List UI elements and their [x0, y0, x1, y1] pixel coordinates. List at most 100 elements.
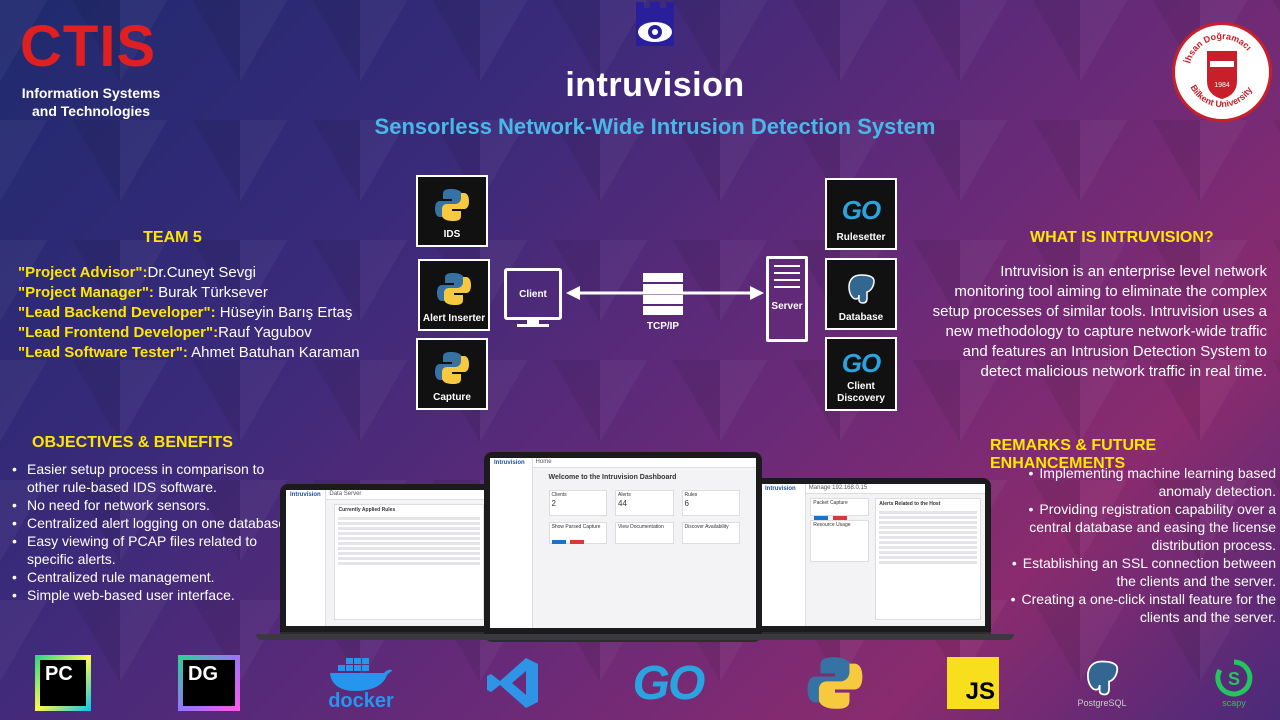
tile-label: Alert Inserter: [422, 313, 486, 324]
brand-name: intruvision: [565, 66, 745, 104]
list-item: Centralized alert logging on one databas…: [12, 514, 297, 532]
action-card[interactable]: Show Parsed Capture: [548, 522, 608, 544]
tile-label: Client Discovery: [837, 381, 885, 404]
what-is-title: WHAT IS INTRUVISION?: [1030, 229, 1214, 246]
monitor-stand: [527, 320, 539, 324]
client-label: Client: [519, 288, 547, 300]
member-name: Ahmet Batuhan Karaman: [187, 344, 360, 361]
postgresql-logo: PostgreSQL: [1072, 652, 1132, 714]
laptop-center: Intruvision Home Welcome to the Intruvis…: [484, 452, 762, 642]
list-item: •Implementing machine learning based ano…: [1028, 465, 1277, 499]
laptop-right: Intruvision Manage 192.168.0.15 Packet C…: [755, 478, 991, 640]
member-name: Dr.Cuneyt Sevgi: [147, 264, 256, 281]
app-brand: Intruvision: [290, 492, 321, 498]
list-item: No need for network sensors.: [12, 496, 297, 514]
tcp-ip-label: TCP/IP: [646, 321, 680, 332]
card-heading: Alerts Related to the Host: [879, 501, 941, 507]
action-card[interactable]: Discover Availability: [681, 522, 741, 544]
tile-database: Database: [825, 258, 897, 330]
remarks-list: •Implementing machine learning based ano…: [992, 464, 1276, 626]
javascript-logo: JS: [946, 652, 1000, 714]
app-screen-rules: Intruvision Data Server Currently Applie…: [286, 490, 488, 626]
eye-tower-icon: [630, 2, 680, 54]
network-stack-icon: [643, 273, 683, 317]
member-role: "Lead Backend Developer":: [18, 304, 216, 321]
postgresql-icon: [848, 274, 875, 304]
svg-text:1984: 1984: [1214, 82, 1230, 89]
team-member: "Lead Software Tester": Ahmet Batuhan Ka…: [18, 343, 398, 363]
python-logo: [804, 652, 866, 714]
go-icon: GO: [841, 348, 881, 378]
list-item: Centralized rule management.: [12, 568, 297, 586]
server-icon: Server: [766, 256, 808, 342]
tile-label: Rulesetter: [836, 232, 886, 243]
app-page-title: Manage 192.168.0.15: [808, 485, 868, 491]
list-item: •Creating a one-click install feature fo…: [1010, 591, 1276, 625]
remarks-title: REMARKS & FUTURE ENHANCEMENTS: [990, 437, 1157, 472]
team-member: "Project Manager": Burak Türksever: [18, 283, 398, 303]
tile-label: IDS: [443, 229, 461, 240]
go-logo: GO: [632, 656, 706, 710]
bilkent-university-seal: İhsan Doğramacı Bilkent University 1984: [1172, 22, 1272, 122]
team-member: "Lead Backend Developer": Hüseyin Barış …: [18, 303, 398, 323]
app-screen-host: Intruvision Manage 192.168.0.15 Packet C…: [761, 484, 985, 626]
action-card[interactable]: View Documentation: [615, 522, 674, 544]
bidirectional-arrow-icon: [566, 285, 764, 306]
app-page-title: Data Server: [329, 491, 362, 497]
datagrip-logo: DG: [176, 652, 242, 714]
team-title: TEAM 5: [143, 229, 202, 246]
list-item: •Establishing an SSL connection between …: [1011, 555, 1276, 589]
python-icon: [435, 352, 469, 384]
ctis-logo: CTIS: [20, 14, 157, 79]
tile-client-discovery: GO Client Discovery: [825, 337, 897, 411]
go-icon: GO: [841, 195, 881, 225]
stat-card-alerts: Alerts 44: [615, 490, 674, 516]
member-role: "Lead Software Tester":: [18, 344, 188, 361]
member-role: "Project Manager":: [18, 284, 154, 301]
tile-label: Capture: [433, 392, 471, 403]
member-name: Rauf Yagubov: [218, 324, 312, 341]
client-monitor-icon: Client: [504, 268, 562, 320]
stat-card-rules: Rules 6: [681, 490, 741, 516]
member-role: "Project Advisor":: [18, 264, 148, 281]
vscode-logo: [484, 652, 542, 714]
panel-title: Resource Usage: [813, 522, 851, 528]
app-page-title: Home: [535, 459, 552, 465]
python-icon: [437, 273, 471, 305]
pycharm-logo: PC: [33, 652, 93, 714]
tile-label: Database: [838, 312, 884, 323]
team-list: "Project Advisor":Dr.Cuneyt Sevgi "Proje…: [18, 263, 398, 363]
team-member: "Project Advisor":Dr.Cuneyt Sevgi: [18, 263, 398, 283]
app-brand: Intruvision: [494, 460, 525, 466]
member-name: Burak Türksever: [153, 284, 268, 301]
dashboard-heading: Welcome to the Intruvision Dashboard: [548, 474, 677, 481]
app-screen-dashboard: Intruvision Home Welcome to the Intruvis…: [490, 458, 756, 628]
laptop-table-shadow: [256, 634, 1014, 640]
team-member: "Lead Frontend Developer":Rauf Yagubov: [18, 323, 398, 343]
svg-text:S: S: [1228, 669, 1240, 689]
app-brand: Intruvision: [765, 486, 796, 492]
scapy-logo: S scapy: [1204, 652, 1264, 714]
ctis-subtitle: Information Systems and Technologies: [21, 85, 161, 119]
stat-card-clients: Clients 2: [548, 490, 608, 516]
member-role: "Lead Frontend Developer":: [18, 324, 219, 341]
server-label: Server: [771, 301, 803, 312]
card-heading: Currently Applied Rules: [338, 507, 396, 513]
python-icon: [435, 189, 469, 221]
list-item: Easier setup process in comparison to ot…: [12, 460, 297, 496]
objectives-list: Easier setup process in comparison to ot…: [12, 460, 297, 604]
tagline: Sensorless Network-Wide Intrusion Detect…: [374, 114, 936, 139]
docker-logo: docker: [320, 652, 402, 714]
what-is-text: Intruvision is an enterprise level netwo…: [932, 263, 1267, 380]
list-item: Simple web-based user interface.: [12, 586, 297, 604]
monitor-base: [517, 324, 549, 327]
laptop-left: Intruvision Data Server Currently Applie…: [280, 484, 494, 640]
tile-capture: Capture: [416, 338, 488, 410]
objectives-title: OBJECTIVES & BENEFITS: [32, 434, 233, 451]
tile-rulesetter: GO Rulesetter: [825, 178, 897, 250]
tile-alert-inserter: Alert Inserter: [418, 259, 490, 331]
panel-title: Packet Capture: [813, 500, 848, 506]
member-name: Hüseyin Barış Ertaş: [215, 304, 353, 321]
tile-ids: IDS: [416, 175, 488, 247]
list-item: Easy viewing of PCAP files related to sp…: [12, 532, 297, 568]
